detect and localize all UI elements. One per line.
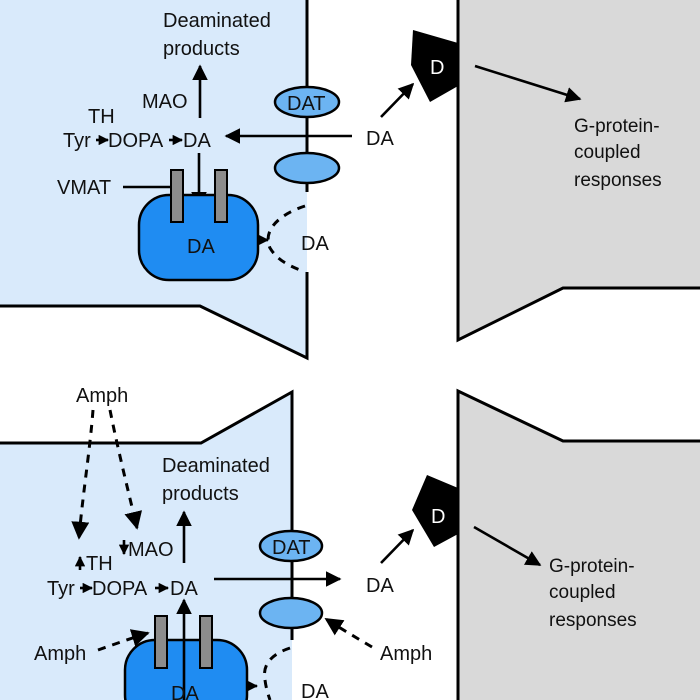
- vesicle-da-label: DA: [187, 236, 215, 258]
- deaminated-label-1: Deaminated: [162, 455, 270, 477]
- da-cytosol-label: DA: [183, 130, 211, 152]
- amph-to-mao-arrow: [108, 409, 143, 530]
- presynaptic-membrane: [0, 0, 309, 361]
- amph-vesicle-label: Amph: [34, 643, 86, 665]
- response-label-3: responses: [574, 170, 662, 191]
- deaminated-label-2: products: [163, 38, 240, 60]
- response-label-2: coupled: [574, 142, 641, 163]
- dat-label: DAT: [272, 537, 311, 559]
- amph-to-transporter-arrow: [324, 617, 373, 649]
- receptor-label: D: [430, 57, 444, 79]
- vmat-left: [154, 615, 168, 669]
- presynaptic-terminal: [0, 392, 292, 700]
- deaminated-label-1: Deaminated: [163, 10, 271, 32]
- response-label-3: responses: [549, 610, 637, 631]
- postsynaptic-membrane: [456, 0, 700, 343]
- released-da-label: DA: [301, 681, 329, 700]
- vmat-right: [199, 615, 213, 669]
- deaminated-label-2: products: [162, 483, 239, 505]
- vesicle-da-label: DA: [171, 683, 199, 700]
- receptor-label: D: [431, 506, 445, 528]
- response-label-1: G-protein-: [574, 116, 660, 137]
- cleft-da-label: DA: [366, 128, 394, 150]
- panel-amphetamine: Amph Deaminated products MAO TH Tyr DOPA…: [0, 385, 700, 700]
- dat-transporter: [273, 85, 341, 119]
- amph-top-label: Amph: [76, 385, 128, 407]
- exocytosis-fusion-arc: [266, 204, 306, 272]
- cleft-da-label: DA: [366, 575, 394, 597]
- response-label-2: coupled: [549, 582, 616, 603]
- release-site-protein: [273, 151, 341, 185]
- vmat-right: [214, 169, 228, 223]
- tyr-label: Tyr: [63, 130, 91, 152]
- vmat-left: [170, 169, 184, 223]
- response-label-1: G-protein-: [549, 556, 635, 577]
- th-label: TH: [86, 553, 113, 575]
- th-label: TH: [88, 106, 115, 128]
- dopamine-receptor: [411, 30, 458, 102]
- amph-transporter-label: Amph: [380, 643, 432, 665]
- dat-label: DAT: [287, 93, 326, 115]
- postsynaptic-membrane: [456, 388, 700, 700]
- da-to-receptor-arrow: [380, 82, 415, 118]
- amph-to-vmat-arrow: [97, 629, 150, 652]
- postsynaptic-cell: [458, 0, 700, 340]
- signaling-arrow: [473, 525, 542, 567]
- mao-label: MAO: [142, 91, 188, 113]
- da-to-receptor-arrow: [380, 528, 415, 564]
- released-da-label: DA: [301, 233, 329, 255]
- dopa-label: DOPA: [92, 578, 148, 600]
- da-cytosol-label: DA: [170, 578, 198, 600]
- dopamine-receptor: [412, 475, 458, 547]
- tyr-label: Tyr: [47, 578, 75, 600]
- dat-transporter: [258, 529, 324, 563]
- mao-label: MAO: [128, 539, 174, 561]
- synaptic-vesicle: [137, 193, 260, 282]
- signaling-arrow: [474, 64, 582, 103]
- panel-normal: Deaminated products MAO TH Tyr DOPA DA D…: [0, 0, 700, 361]
- presynaptic-terminal: [0, 0, 307, 358]
- postsynaptic-cell: [458, 391, 700, 700]
- release-site-protein: [258, 596, 324, 630]
- dopa-label: DOPA: [108, 130, 164, 152]
- amph-to-th-arrow: [71, 409, 95, 540]
- exocytosis-fusion-arc: [262, 646, 291, 700]
- vmat-label: VMAT: [57, 177, 111, 199]
